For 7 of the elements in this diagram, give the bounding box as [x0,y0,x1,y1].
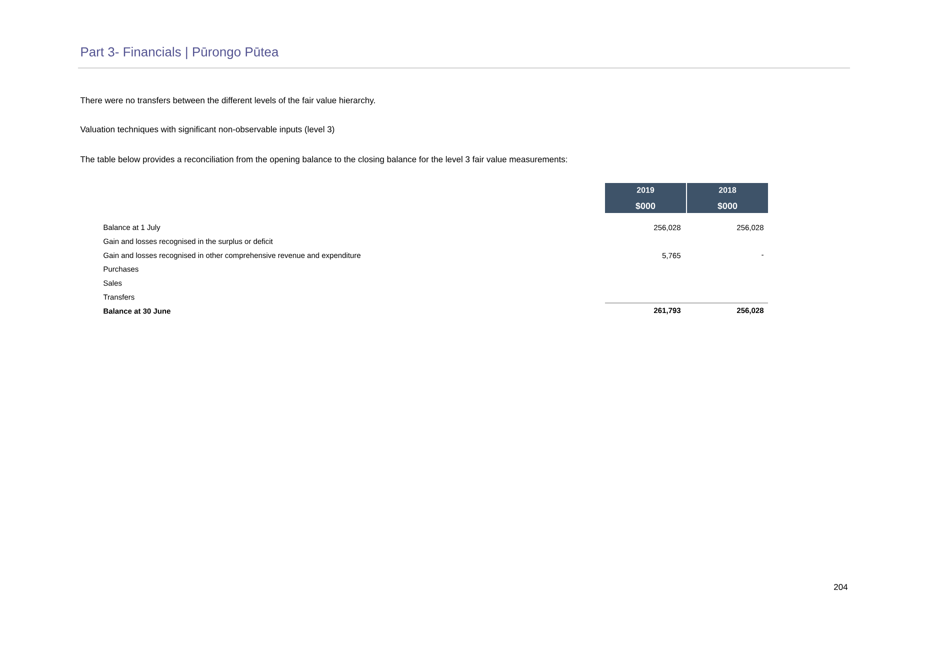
header-cell: 2019 $000 [605,183,686,213]
paragraph: The table below provides a reconciliation from the opening balance to the closing balance for the level 3 fair value measurements: [80,156,567,164]
page-number: 204 [834,584,848,590]
title: Part 3- Financials | Pūrongo Pūtea [81,46,279,60]
paragraph: There were no transfers between the different levels of the fair value hierarchy. [80,97,375,105]
header-cell: 2018 $000 [687,183,768,213]
paragraph: Valuation techniques with significant non-observable inputs (level 3) [80,126,334,134]
